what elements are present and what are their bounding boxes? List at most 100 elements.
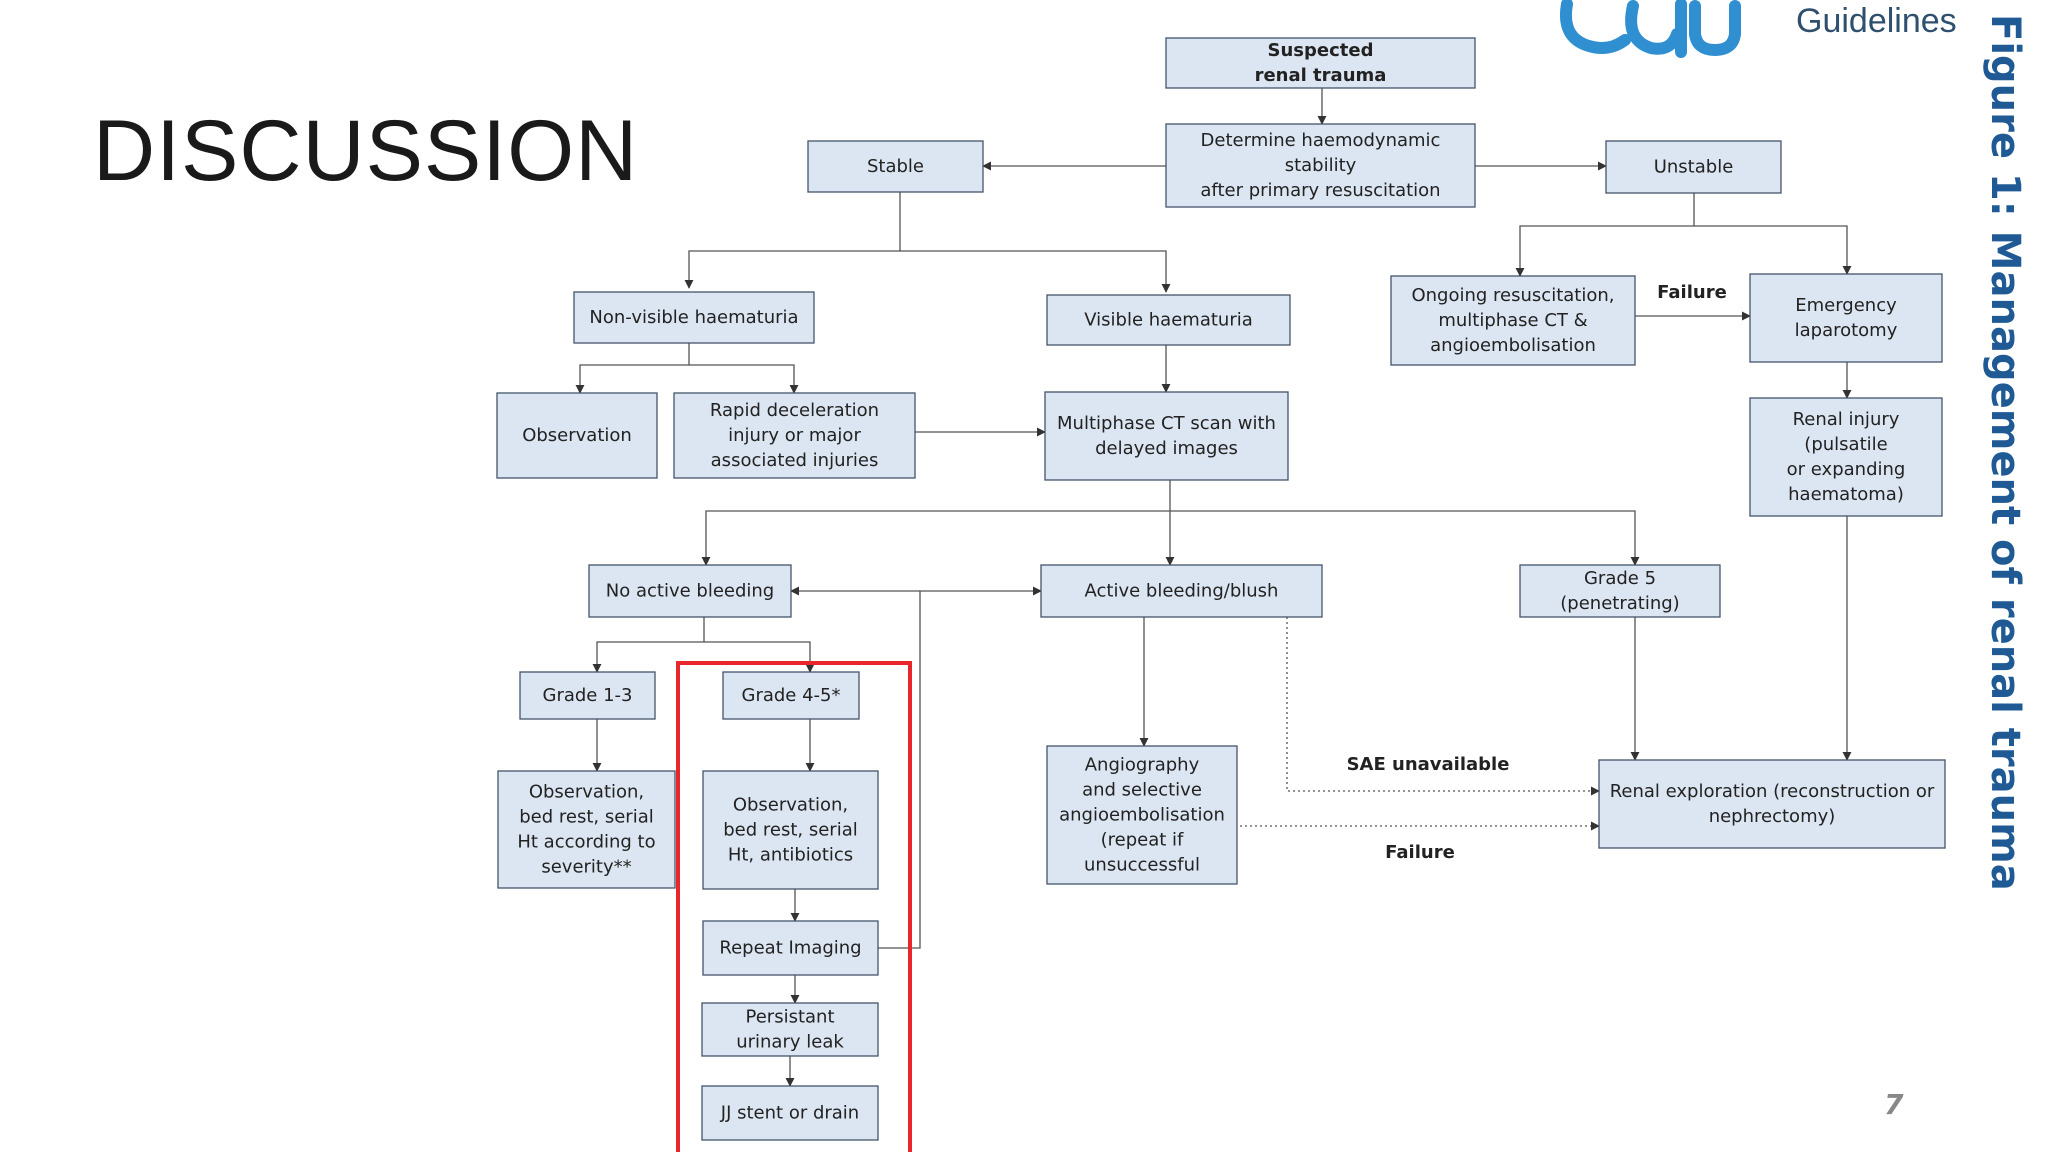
node-multiphase: Multiphase CT scan with delayed images <box>1044 391 1289 481</box>
node-stent: JJ stent or drain <box>701 1085 879 1141</box>
node-angio-line: angioembolisation <box>1059 805 1225 826</box>
page-number: 7 <box>1884 1088 1904 1121</box>
slide-title: DISCUSSION <box>93 103 639 199</box>
node-renalinjury-line: Renal injury <box>1793 409 1900 430</box>
node-stable-line: Stable <box>867 156 924 177</box>
node-ongoing-line: multiphase CT & <box>1438 310 1587 331</box>
node-active-line: Active bleeding/blush <box>1085 581 1279 602</box>
node-grade13: Grade 1-3 <box>519 671 656 720</box>
node-repeat-line: Repeat Imaging <box>719 938 861 959</box>
node-ongoing-box <box>1390 275 1636 366</box>
node-rapid-line: Rapid deceleration <box>710 400 879 421</box>
node-grade5: Grade 5(penetrating) <box>1519 564 1721 618</box>
node-active-box <box>1040 564 1323 618</box>
node-grade13-line: Grade 1-3 <box>543 685 633 706</box>
edge-unstable-to-ongoing <box>1515 193 1695 277</box>
node-grade5-box <box>1519 564 1721 618</box>
node-visible-box <box>1046 294 1291 346</box>
node-suspected-line: renal trauma <box>1255 65 1387 86</box>
node-angio-box <box>1046 745 1238 885</box>
flowchart-edge-labels: Failure SAE unavailable Failure <box>1347 282 1727 863</box>
node-exploration-line: nephrectomy) <box>1709 806 1836 827</box>
node-nonvisible-line: Non-visible haematuria <box>589 307 798 328</box>
edge-stable-to-nonvisible <box>684 192 901 289</box>
figure-caption: Figure 1: Management of renal trauma <box>1982 14 2028 891</box>
node-laparotomy-box <box>1749 273 1943 363</box>
node-multiphase-line: delayed images <box>1095 438 1238 459</box>
node-grade13-box <box>519 671 656 720</box>
node-leak-line: Persistant <box>746 1007 835 1028</box>
node-unstable: Unstable <box>1605 140 1782 194</box>
node-obs45-box <box>702 770 879 890</box>
node-grade45-line: Grade 4-5* <box>742 685 841 706</box>
node-obs45-line: Ht, antibiotics <box>728 845 853 866</box>
node-grade45: Grade 4-5* <box>722 671 860 720</box>
node-visible: Visible haematuria <box>1046 294 1291 346</box>
node-exploration-line: Renal exploration (reconstruction or <box>1610 781 1935 802</box>
node-renalinjury-line: haematoma) <box>1788 484 1904 505</box>
node-observation-line: Observation <box>522 425 632 446</box>
node-renalinjury-box <box>1749 397 1943 517</box>
node-determine-line: Determine haemodynamic <box>1201 130 1441 151</box>
node-stent-box <box>701 1085 879 1141</box>
eau-logo <box>1560 0 1741 58</box>
node-rapid: Rapid deceleration injury or major associa… <box>673 392 916 479</box>
node-laparotomy-line: Emergency <box>1795 295 1897 316</box>
node-determine-box <box>1165 123 1476 208</box>
node-exploration-box <box>1598 759 1946 849</box>
node-rapid-line: associated injuries <box>711 450 879 471</box>
edge-multiphase-to-grade5 <box>1170 510 1640 566</box>
node-repeat-box <box>702 920 879 976</box>
node-ongoing-line: angioembolisation <box>1430 335 1596 356</box>
edge-active-to-exploration-sae <box>1286 617 1600 796</box>
edge-noactive-to-grade13 <box>592 617 705 673</box>
node-rapid-box <box>673 392 916 479</box>
node-observation: Observation <box>496 392 658 479</box>
node-obs13-box <box>497 770 676 889</box>
edge-label-failure-angio: Failure <box>1385 842 1455 863</box>
node-stable-box <box>807 140 984 193</box>
edge-noactive-to-grade45 <box>704 641 815 673</box>
node-leak-line: urinary leak <box>736 1032 844 1053</box>
node-multiphase-box <box>1044 391 1289 481</box>
node-unstable-box <box>1605 140 1782 194</box>
node-suspected-box <box>1165 37 1476 89</box>
node-grade45-box <box>722 671 860 720</box>
node-multiphase-line: Multiphase CT scan with <box>1057 413 1276 434</box>
node-rapid-line: injury or major <box>728 425 861 446</box>
node-suspected-line: Suspected <box>1268 40 1374 61</box>
edge-label-failure-unstable: Failure <box>1657 282 1727 303</box>
node-angio-line: and selective <box>1082 780 1202 801</box>
node-obs13-line: Observation, <box>529 782 644 803</box>
node-repeat: Repeat Imaging <box>702 920 879 976</box>
node-active: Active bleeding/blush <box>1040 564 1323 618</box>
brand-guidelines-label: Guidelines <box>1796 2 1957 40</box>
node-obs45-line: bed rest, serial <box>723 820 858 841</box>
node-leak-box <box>701 1002 879 1057</box>
node-grade5-line: (penetrating) <box>1560 593 1679 614</box>
node-nonvisible: Non-visible haematuria <box>573 291 815 344</box>
node-suspected: Suspected renal trauma <box>1165 37 1476 89</box>
node-noactive-box <box>588 564 792 618</box>
node-renalinjury-line: or expanding <box>1787 459 1906 480</box>
node-noactive: No active bleeding <box>588 564 792 618</box>
node-unstable-line: Unstable <box>1654 157 1734 178</box>
node-stent-line: JJ stent or drain <box>720 1103 859 1124</box>
node-determine-line: after primary resuscitation <box>1200 180 1440 201</box>
edge-stable-to-visible <box>900 250 1171 293</box>
edge-unstable-to-laparotomy <box>1694 225 1852 275</box>
node-obs45-line: Observation, <box>733 795 848 816</box>
edge-nonvisible-to-rapid <box>689 364 799 394</box>
node-leak: Persistant urinary leak <box>701 1002 879 1057</box>
node-visible-line: Visible haematuria <box>1084 310 1253 331</box>
node-angio-line: (repeat if <box>1101 830 1184 851</box>
edge-repeat-to-active <box>878 586 1042 949</box>
node-determine-line: stability <box>1285 155 1357 176</box>
node-obs13-line: bed rest, serial <box>519 807 654 828</box>
edge-multiphase-to-noactive <box>701 480 1171 566</box>
node-observation-box <box>496 392 658 479</box>
